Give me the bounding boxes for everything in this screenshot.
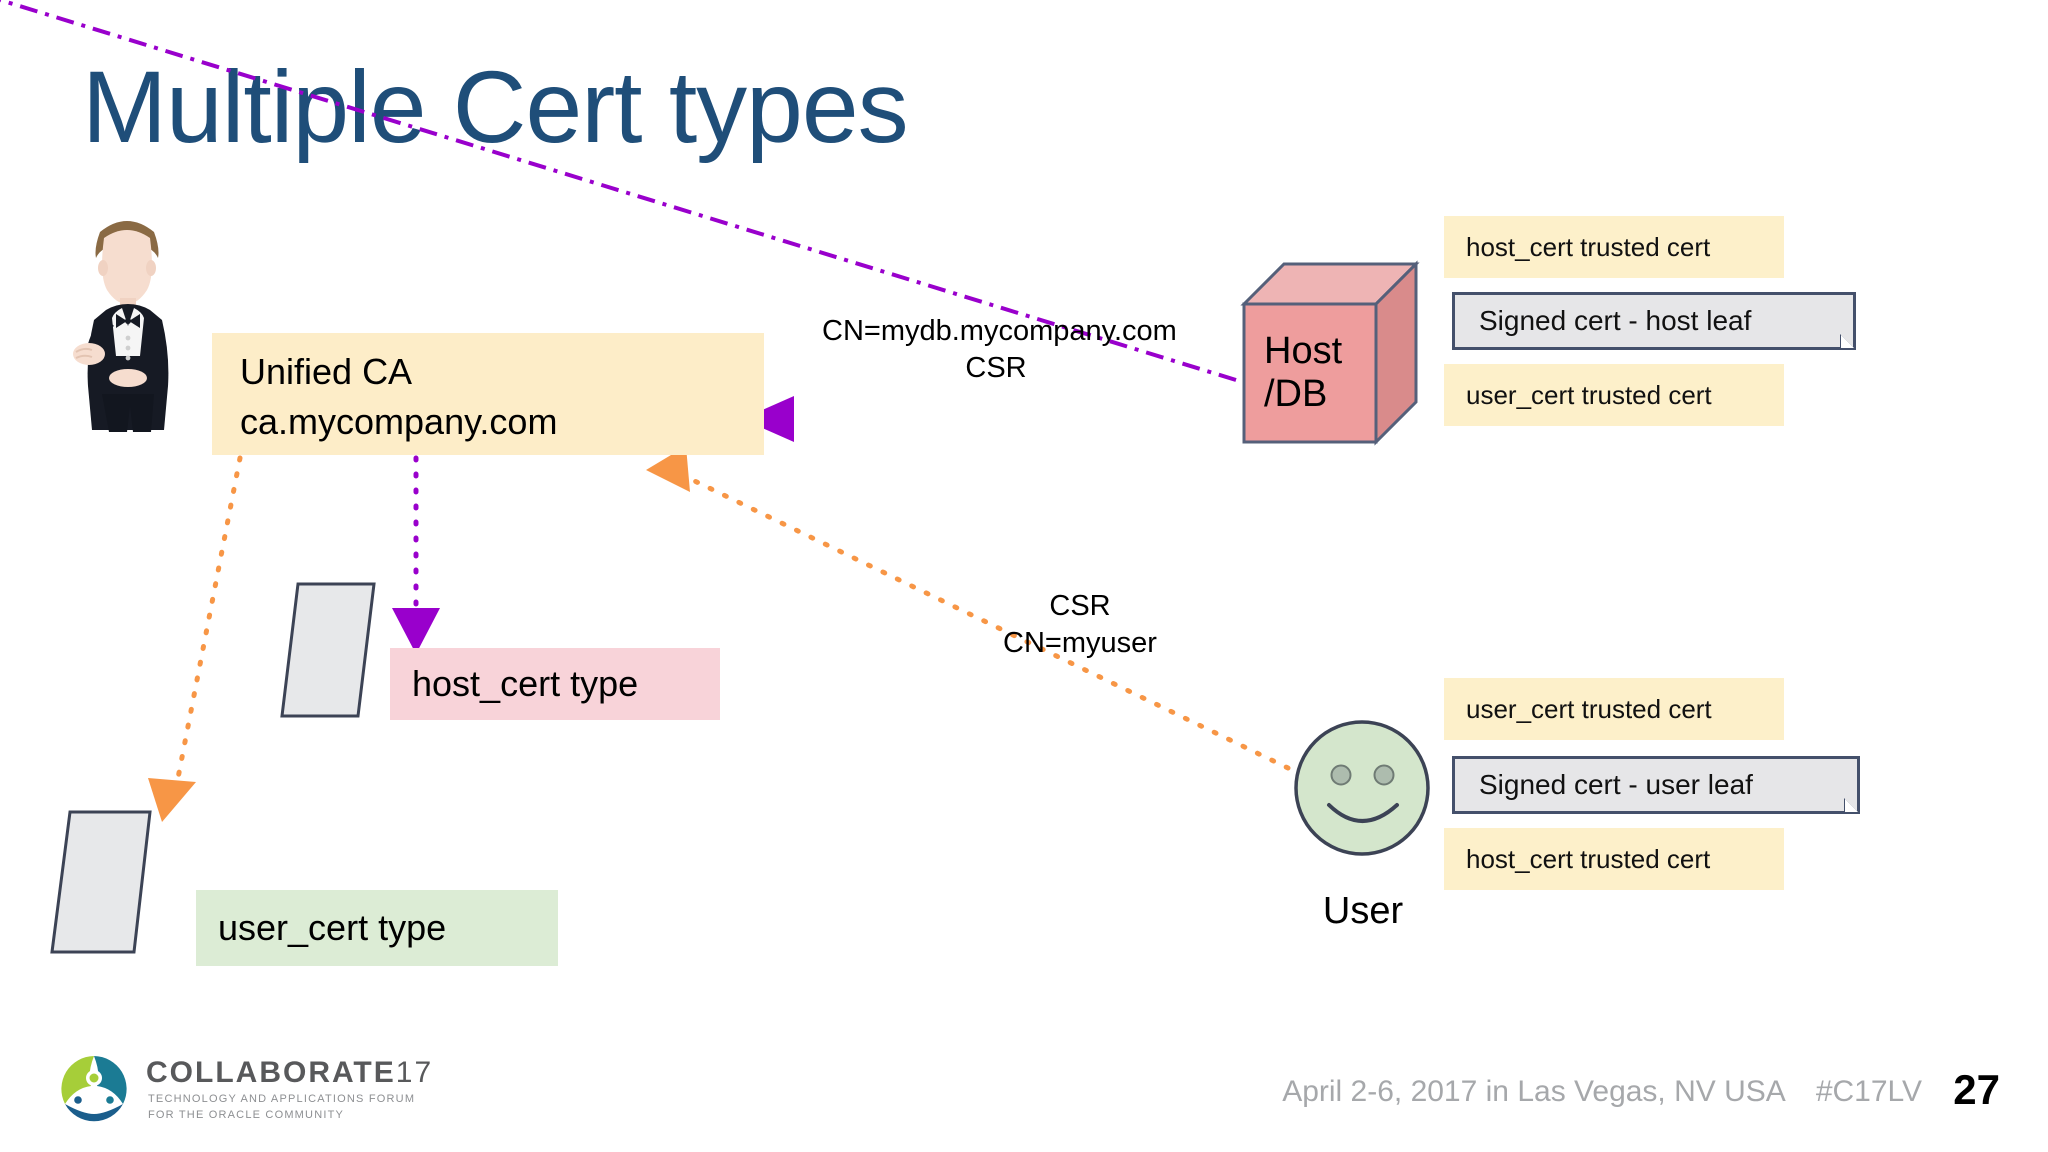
host-cert-chip-1[interactable]: Signed cert - host leaf: [1452, 292, 1856, 350]
logo-tagline-line2: FOR THE ORACLE COMMUNITY: [148, 1108, 345, 1121]
host-db-cube-icon[interactable]: [1240, 256, 1420, 446]
collaborate-logo-mark-icon: [61, 1055, 127, 1122]
collaborate-logo: COLLABORATE17 TECHNOLOGY AND APPLICATION…: [58, 1052, 431, 1126]
user-cert-type-box[interactable]: user_cert type: [196, 890, 558, 966]
smiley-face-icon[interactable]: [1292, 718, 1432, 858]
user-cert-chip-0[interactable]: user_cert trusted cert: [1444, 678, 1784, 740]
host-db-label: Host /DB: [1264, 330, 1384, 415]
csr-user-line1: CSR: [1049, 590, 1111, 622]
page-title: Multiple Cert types: [82, 50, 909, 164]
logo-word-text: COLLABORATE: [146, 1056, 396, 1089]
footer-event-info: April 2-6, 2017 in Las Vegas, NV USA #C17…: [1282, 1075, 1922, 1109]
user-label: User: [1322, 890, 1404, 932]
user-cert-document-icon: [50, 810, 152, 954]
csr-user-line2: CN=myuser: [1003, 627, 1157, 660]
csr-host-line1: CN=mydb.mycompany.com: [822, 315, 1177, 347]
page-number: 27: [1953, 1066, 2000, 1113]
ca-host-label: ca.mycompany.com: [240, 401, 558, 442]
host-cert-type-box[interactable]: host_cert type: [390, 648, 720, 720]
collaborate-logo-wordmark: COLLABORATE17: [146, 1056, 433, 1090]
host-cert-document-icon: [280, 582, 376, 718]
host-cert-chip-2[interactable]: user_cert trusted cert: [1444, 364, 1784, 426]
csr-caption-host: CN=mydb.mycompany.com CSR: [822, 313, 1177, 387]
logo-tagline-line1: TECHNOLOGY AND APPLICATIONS FORUM: [148, 1093, 416, 1105]
user-cert-chip-1[interactable]: Signed cert - user leaf: [1452, 756, 1860, 814]
host-cert-chip-0[interactable]: host_cert trusted cert: [1444, 216, 1784, 278]
butler-figure-icon: [73, 221, 169, 432]
connector-ca-to-user-doc: [175, 455, 243, 781]
collaborate-logo-tagline: TECHNOLOGY AND APPLICATIONS FORUM FOR TH…: [148, 1092, 415, 1124]
host-label-line1: Host: [1264, 330, 1343, 372]
csr-host-line2: CSR: [965, 352, 1027, 385]
ca-name-label: Unified CA: [240, 351, 413, 392]
unified-ca-box[interactable]: Unified CA ca.mycompany.com: [212, 333, 764, 455]
footer-hashtag: #C17LV: [1815, 1075, 1922, 1108]
csr-caption-user: CSR CN=myuser: [960, 588, 1200, 662]
logo-year-text: 17: [395, 1056, 434, 1089]
user-cert-chip-2[interactable]: host_cert trusted cert: [1444, 828, 1784, 890]
footer-event-date: April 2-6, 2017 in Las Vegas, NV USA: [1282, 1075, 1786, 1108]
host-label-line2: /DB: [1264, 372, 1328, 415]
